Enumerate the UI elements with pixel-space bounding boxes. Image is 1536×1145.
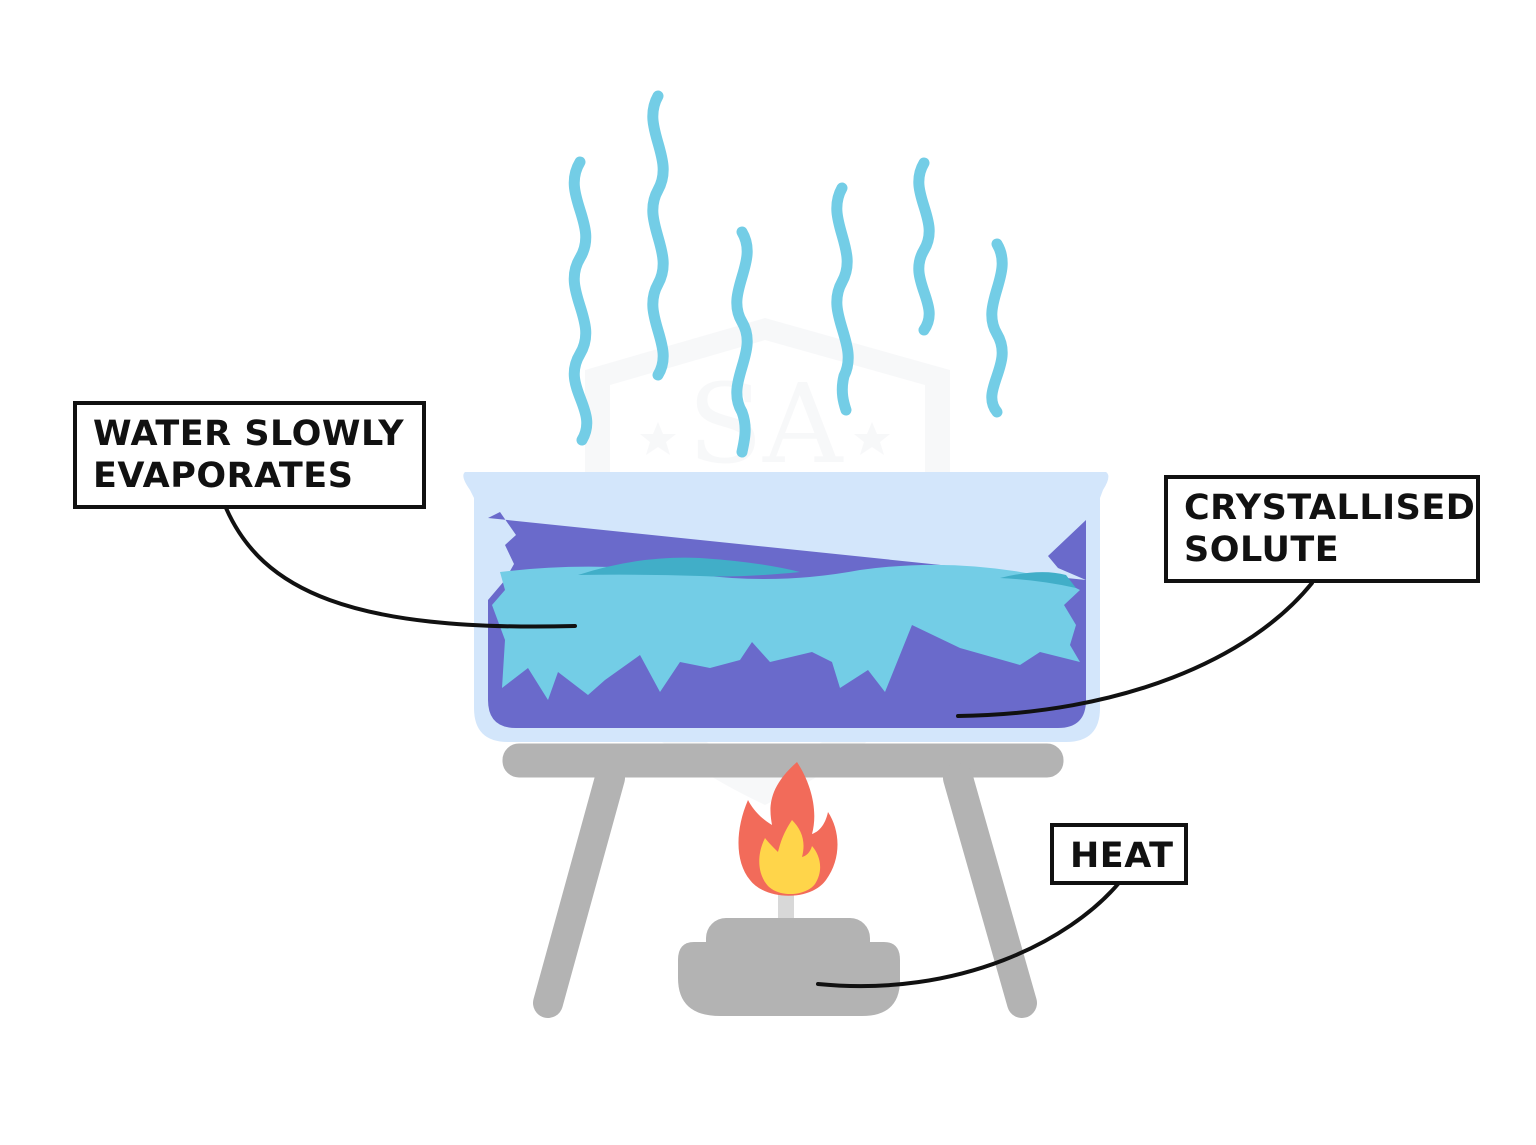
water <box>492 564 1080 700</box>
tripod-icon <box>502 743 1064 1018</box>
leader-line-crystal <box>956 581 1314 718</box>
label-line: EVAPORATES <box>93 456 354 496</box>
beaker-icon <box>463 472 1109 742</box>
star-icon <box>854 422 890 455</box>
label-line: WATER SLOWLY <box>93 414 405 454</box>
burner-base <box>678 942 900 1016</box>
steam-wave-icon <box>986 238 1008 418</box>
steam-wave-icon <box>913 157 935 336</box>
label-water-slowly-evaporates: WATER SLOWLY EVAPORATES <box>73 401 426 509</box>
label-heat: HEAT <box>1050 823 1188 885</box>
star-icon <box>640 422 676 455</box>
tripod-leg-left <box>533 763 625 1018</box>
flame-icon <box>738 762 838 896</box>
label-line: SOLUTE <box>1184 530 1340 570</box>
burner-wick <box>778 892 794 924</box>
leader-line-heat <box>816 882 1120 989</box>
leader-line-water <box>224 506 577 629</box>
water-surface <box>578 557 800 577</box>
water-surface-right <box>1000 572 1076 588</box>
steam-wave-icon <box>831 182 854 416</box>
tripod-top <box>502 743 1064 778</box>
leader-lines <box>224 506 1314 989</box>
burner-icon <box>678 892 900 1016</box>
steam-wave-icon <box>568 156 593 446</box>
label-line: CRYSTALLISED <box>1184 488 1476 528</box>
steam-wave-icon <box>731 226 753 458</box>
tripod-leg-right <box>943 763 1037 1018</box>
steam-wave-icon <box>647 90 669 381</box>
label-line: HEAT <box>1070 836 1174 876</box>
steam <box>568 90 1008 458</box>
label-crystallised-solute: CRYSTALLISED SOLUTE <box>1164 475 1480 583</box>
flame-inner <box>759 820 821 895</box>
watermark-monogram: SA <box>688 360 844 488</box>
